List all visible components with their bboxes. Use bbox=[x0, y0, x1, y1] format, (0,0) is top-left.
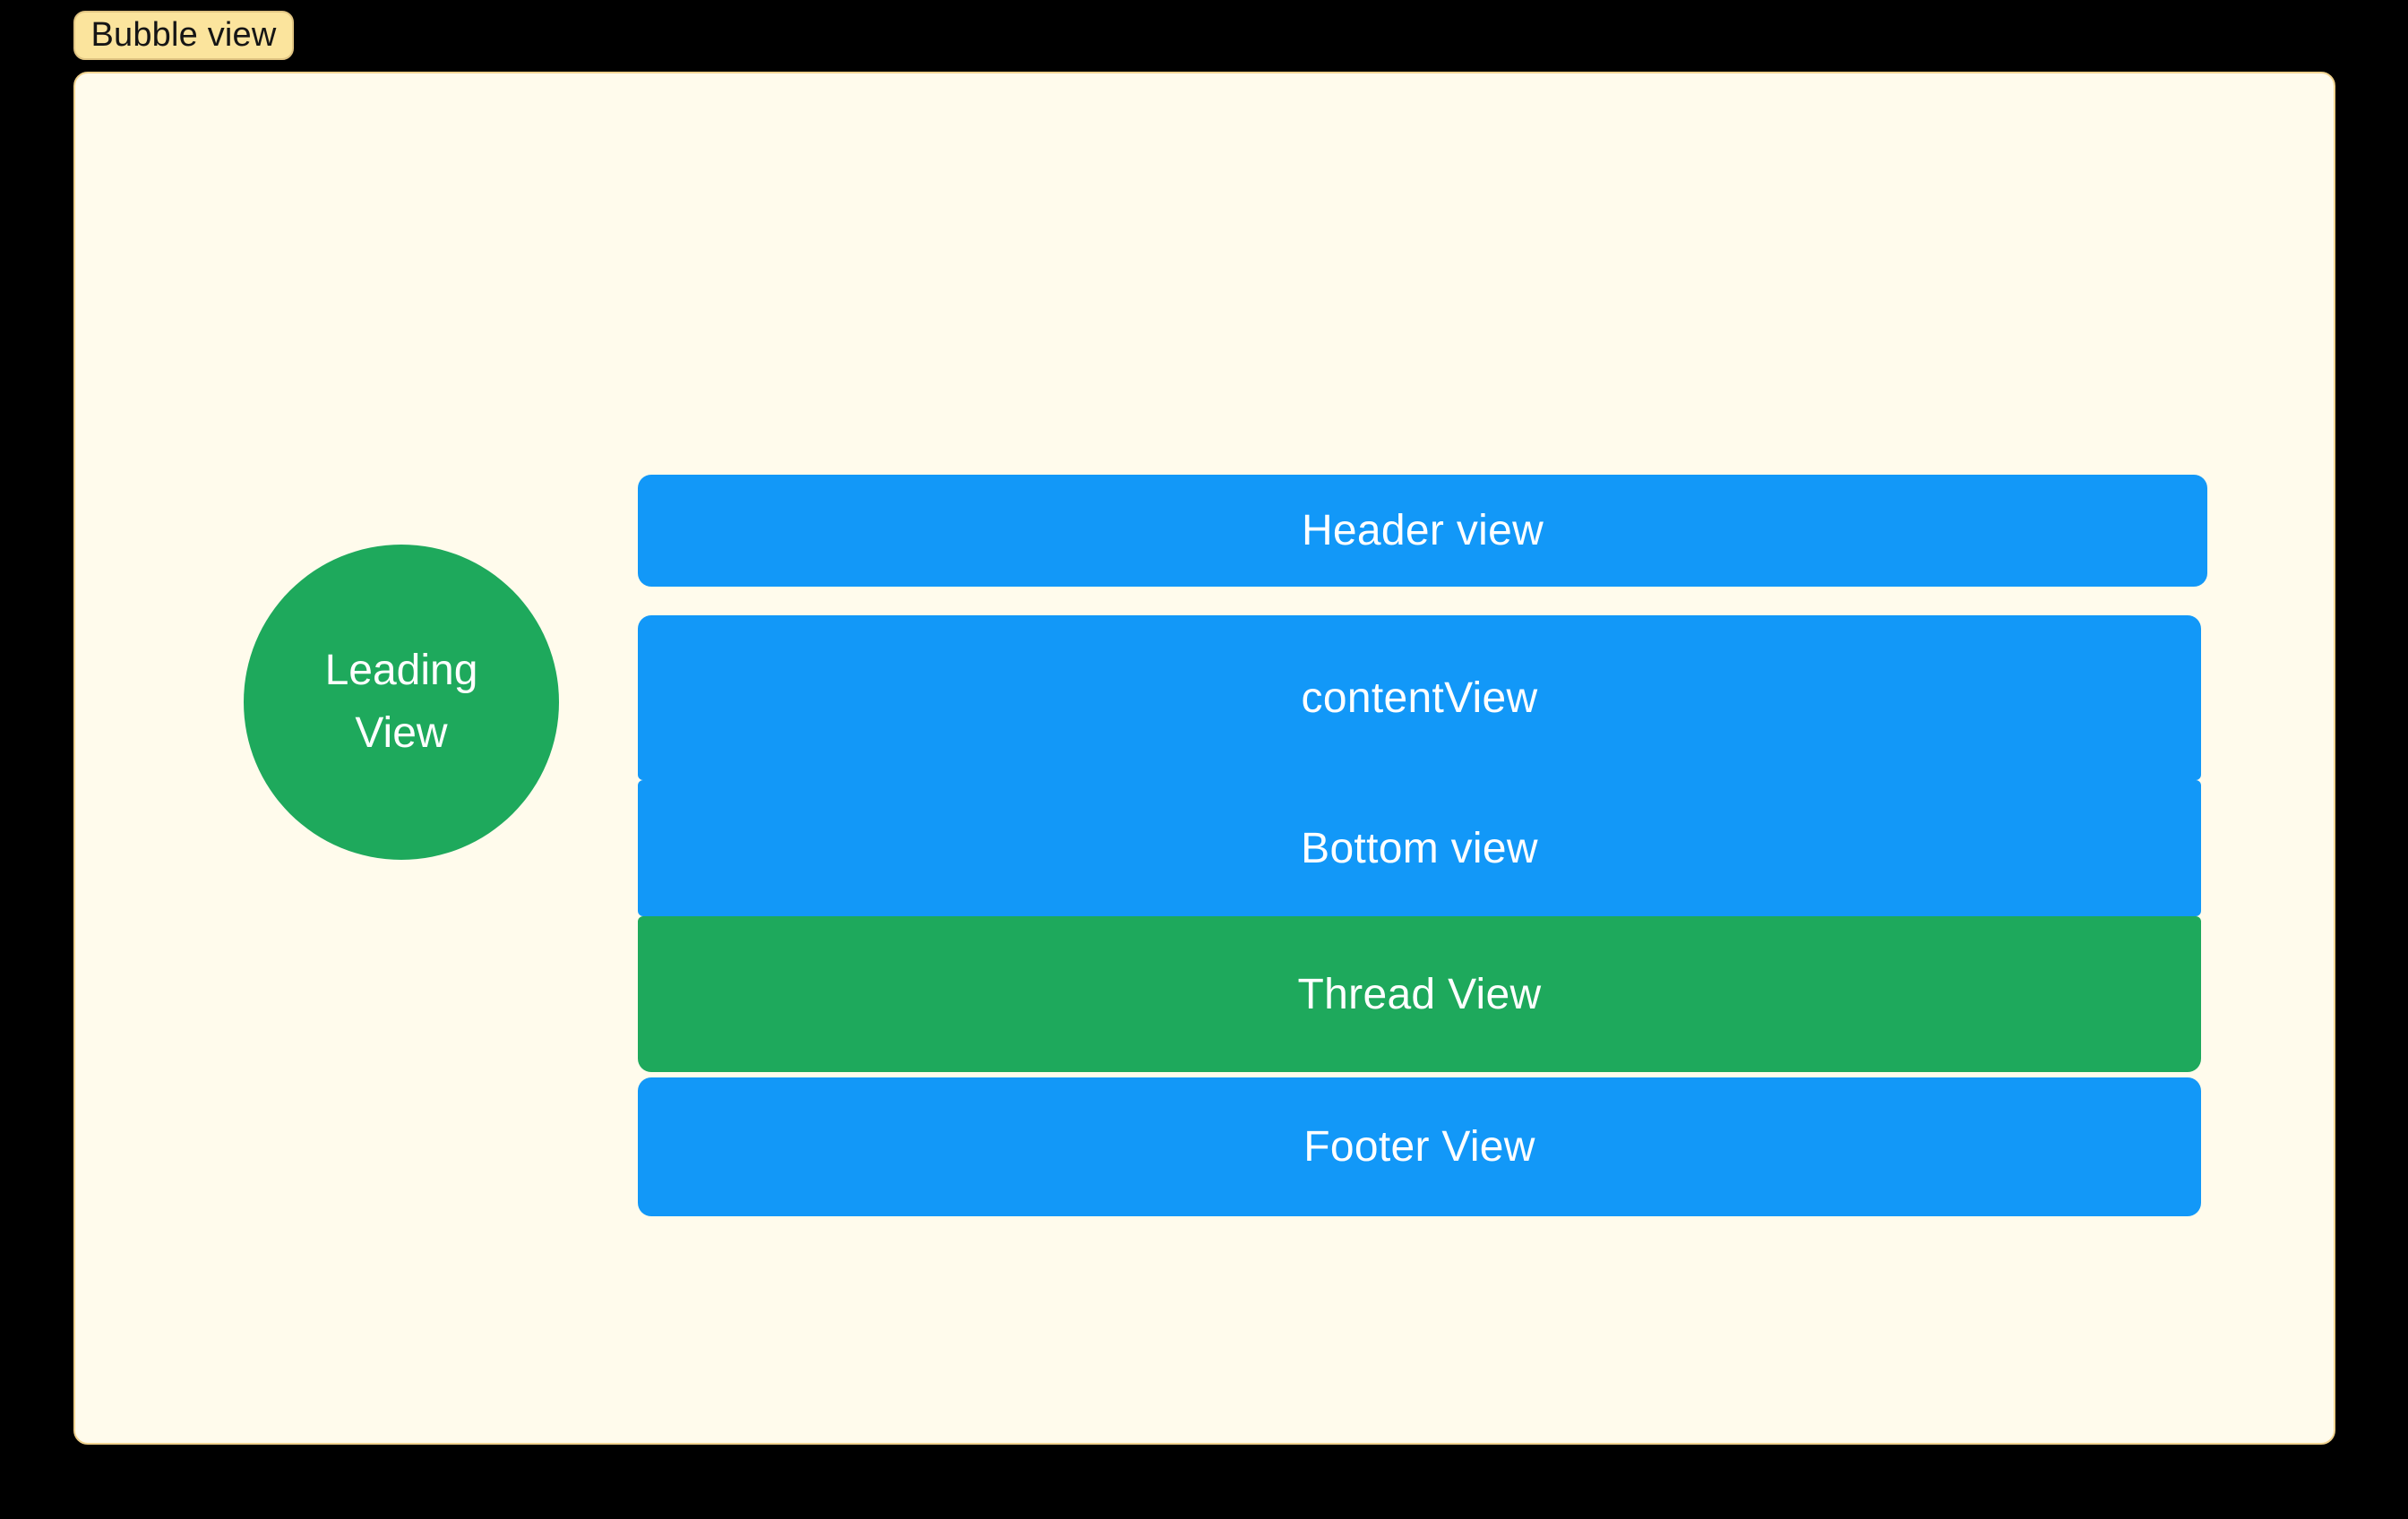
leading-view-label-line2: View bbox=[355, 709, 448, 757]
footer-view-bar: Footer View bbox=[638, 1077, 2201, 1216]
header-view-bar: Header view bbox=[638, 475, 2207, 587]
bottom-view-label: Bottom view bbox=[1301, 824, 1538, 872]
content-view-bar: contentView bbox=[638, 615, 2201, 780]
content-view-label: contentView bbox=[1301, 674, 1538, 722]
leading-view-label-line1: Leading bbox=[324, 647, 478, 694]
bubble-view-badge[interactable]: Bubble view bbox=[73, 11, 294, 60]
thread-view-label: Thread View bbox=[1297, 970, 1542, 1018]
footer-view-label: Footer View bbox=[1303, 1123, 1535, 1171]
leading-view-circle: Leading View bbox=[244, 545, 559, 860]
header-view-label: Header view bbox=[1301, 507, 1544, 554]
thread-view-bar: Thread View bbox=[638, 916, 2201, 1072]
bottom-view-bar: Bottom view bbox=[638, 780, 2201, 916]
